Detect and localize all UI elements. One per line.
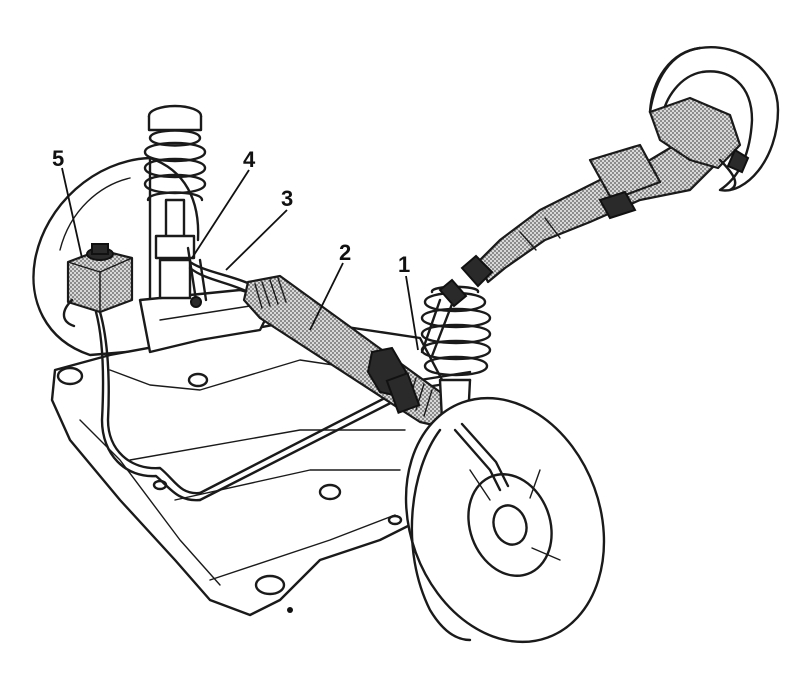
left-strut xyxy=(143,104,207,300)
steering-column xyxy=(420,128,722,358)
leader-1 xyxy=(405,275,419,351)
leader-4 xyxy=(191,169,250,259)
callout-5: 5 xyxy=(52,146,64,171)
callout-3: 3 xyxy=(281,186,293,211)
leader-3 xyxy=(225,209,288,271)
callout-4: 4 xyxy=(243,147,256,172)
callout-1: 1 xyxy=(398,252,410,277)
right-tie-rod xyxy=(453,422,510,492)
right-wheel xyxy=(404,396,606,644)
left-tie-rod xyxy=(186,246,208,308)
leader-2 xyxy=(309,262,344,331)
callout-2: 2 xyxy=(339,240,351,265)
left-control-arm xyxy=(138,288,277,354)
callouts: 1 2 3 4 5 xyxy=(52,146,410,277)
fluid-reservoir xyxy=(62,243,134,328)
steering-wheel xyxy=(648,45,780,192)
leader-5 xyxy=(61,167,83,259)
leader-lines xyxy=(61,167,419,351)
